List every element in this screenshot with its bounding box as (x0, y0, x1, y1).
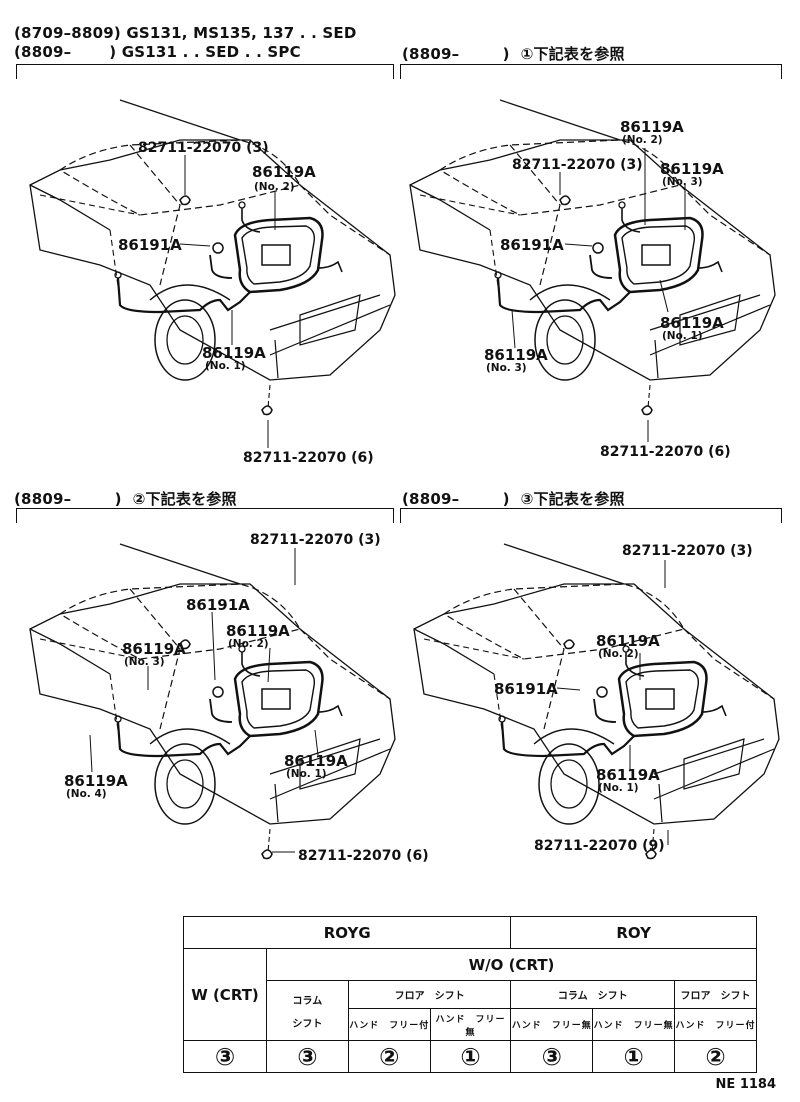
label-clip-bottom: 82711-22070 (6) (243, 450, 374, 466)
label-part-no4: 86119A (64, 772, 128, 790)
label-part-no1: 86119A (596, 766, 660, 784)
cell-mark-7: ② (674, 1040, 757, 1073)
label-grommet: 86191A (186, 596, 250, 614)
cell-mark-3: ② (347, 1040, 431, 1073)
option-table: ROYG ROY W (CRT) W/O (CRT) コラムシフト フロア シフ… (182, 916, 758, 1073)
label-part-no1-sub: (No. 1) (662, 330, 703, 342)
bracket-bottom-left (16, 508, 394, 523)
label-part-top: 86119A (620, 118, 684, 136)
label-part-no2-sub: (No. 2) (228, 638, 269, 650)
cell-floor-shift: フロア シフト (347, 980, 512, 1009)
cell-hands-free-with-2: ハンド フリー付 (674, 1008, 757, 1041)
cell-hands-free-without: ハンド フリー無 (429, 1008, 512, 1041)
label-part-no2-sub: (No. 2) (254, 181, 295, 193)
label-part-no3: 86119A (122, 640, 186, 658)
label-part-no3-sub: (No. 3) (662, 176, 703, 188)
cell-column-shift-a: コラム (292, 995, 323, 1007)
cell-column-shift-stacked: コラムシフト (265, 980, 349, 1041)
cell-mark-2: ③ (265, 1040, 349, 1073)
label-clip-top: 82711-22070 (3) (622, 543, 753, 559)
label-clip-top: 82711-22070 (3) (512, 157, 643, 173)
label-part-no1: 86119A (660, 314, 724, 332)
label-part-no4-sub: (No. 4) (66, 788, 107, 800)
label-part-no1-sub: (No. 1) (598, 782, 639, 794)
label-clip-bottom: 82711-22070 (6) (600, 444, 731, 460)
label-part-no2: 86119A (226, 622, 290, 640)
bracket-top-right (400, 64, 782, 79)
cell-roy: ROY (510, 916, 757, 949)
label-part-left-sub: (No. 3) (486, 362, 527, 374)
car-diagram-bottom-left (28, 542, 397, 860)
cell-wo-crt: W/O (CRT) (265, 948, 758, 981)
cell-w-crt: W (CRT) (183, 948, 267, 1041)
cell-floor-shift-2: フロア シフト (674, 980, 757, 1009)
bracket-bottom-right (400, 508, 782, 523)
cell-royg: ROYG (182, 916, 512, 949)
car-diagram-bottom-right (412, 542, 781, 860)
label-clip-top: 82711-22070 (3) (138, 140, 269, 156)
cell-mark-6: ① (592, 1040, 676, 1073)
cell-hands-free-without-3: ハンド フリー無 (592, 1008, 676, 1041)
label-clip-bottom: 82711-22070 (9) (534, 838, 665, 854)
label-part-top-sub: (No. 2) (622, 134, 663, 146)
car-diagram-top-right (408, 98, 777, 416)
label-grommet: 86191A (500, 236, 564, 254)
label-part-no3-sub: (No. 3) (124, 656, 165, 668)
label-grommet: 86191A (118, 236, 182, 254)
cell-mark-1: ③ (183, 1040, 267, 1073)
header-top-right: (8809– ) ①下記表を参照 (402, 45, 625, 63)
cell-hands-free-without-2: ハンド フリー無 (510, 1008, 594, 1041)
header-bottom-right: (8809– ) ③下記表を参照 (402, 490, 625, 508)
label-part-no1: 86119A (202, 344, 266, 362)
label-part-no3: 86119A (660, 160, 724, 178)
label-part-no2: 86119A (252, 163, 316, 181)
label-part-no2-sub: (No. 2) (598, 648, 639, 660)
label-part-no1-sub: (No. 1) (205, 360, 246, 372)
label-part-no1-sub: (No. 1) (286, 768, 327, 780)
figure-code: NE 1184 (715, 1077, 776, 1092)
cell-mark-5: ③ (510, 1040, 594, 1073)
header-top-left-line2: (8809– ) GS131 . . SED . . SPC (14, 43, 301, 61)
cell-column-shift-b: シフト (292, 1018, 323, 1030)
label-part-no2: 86119A (596, 632, 660, 650)
label-clip-bottom: 82711-22070 (6) (298, 848, 429, 864)
cell-mark-4: ① (429, 1040, 512, 1073)
header-bottom-left: (8809– ) ②下記表を参照 (14, 490, 237, 508)
header-top-left-line1: (8709–8809) GS131, MS135, 137 . . SED (14, 24, 357, 42)
label-clip-top: 82711-22070 (3) (250, 532, 381, 548)
cell-column-shift: コラム シフト (510, 980, 676, 1009)
label-part-left: 86119A (484, 346, 548, 364)
cell-hands-free-with: ハンド フリー付 (347, 1008, 431, 1041)
label-part-no1: 86119A (284, 752, 348, 770)
bracket-top-left (16, 64, 394, 79)
label-grommet: 86191A (494, 680, 558, 698)
